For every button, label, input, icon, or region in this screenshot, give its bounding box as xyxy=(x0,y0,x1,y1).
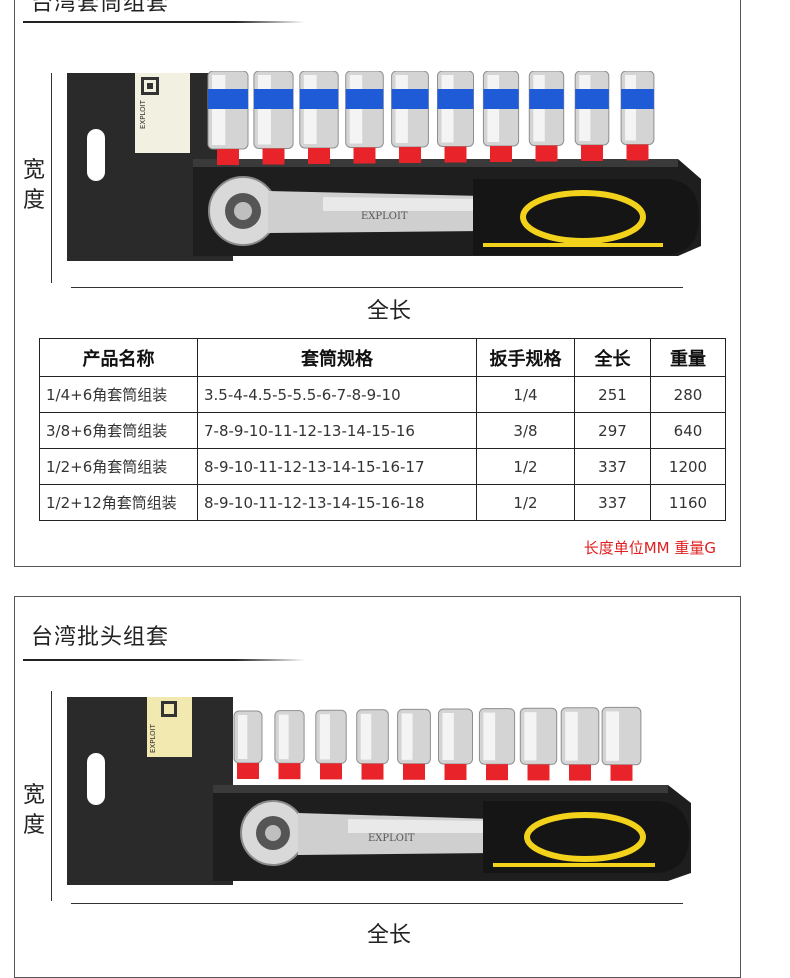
column-header: 重量 xyxy=(650,338,726,377)
width-dimension-line xyxy=(51,73,52,283)
socket-item xyxy=(438,708,473,780)
column-header: 全长 xyxy=(574,338,651,377)
weight-cell: 640 xyxy=(650,412,726,449)
socket-item xyxy=(574,71,610,161)
spec-table: 产品名称 套筒规格 扳手规格 全长 重量 1/4+6角套筒组装 3.5-4-4.… xyxy=(39,338,726,521)
socket-item xyxy=(274,710,305,780)
socket-item xyxy=(478,708,516,781)
svg-text:EXPLOIT: EXPLOIT xyxy=(368,833,415,844)
product-name-cell: 3/8+6角套筒组装 xyxy=(39,412,198,449)
title-divider xyxy=(23,659,305,661)
wrench-spec-cell: 3/8 xyxy=(476,412,575,449)
length-cell: 297 xyxy=(574,412,651,449)
length-label: 全长 xyxy=(367,923,412,948)
socket-item xyxy=(437,71,474,163)
length-cell: 337 xyxy=(574,448,651,485)
length-cell: 337 xyxy=(574,484,651,521)
socket-row xyxy=(233,706,642,781)
socket-item xyxy=(620,71,655,161)
product-name-cell: 1/4+6角套筒组装 xyxy=(39,376,198,413)
brand-text: EXPLOIT xyxy=(139,99,147,129)
column-header: 套筒规格 xyxy=(197,338,477,377)
product-name-cell: 1/2+12角套筒组装 xyxy=(39,484,198,521)
length-dimension-line xyxy=(71,287,683,288)
length-dimension-line xyxy=(71,903,683,904)
socket-item xyxy=(356,709,389,780)
width-dimension-line xyxy=(51,691,52,901)
unit-note: 长度单位MM 重量G xyxy=(583,539,716,557)
socket-item xyxy=(528,71,565,162)
socket-spec-cell: 7-8-9-10-11-12-13-14-15-16 xyxy=(197,412,477,449)
table-row: 3/8+6角套筒组装 7-8-9-10-11-12-13-14-15-16 3/… xyxy=(39,412,726,449)
width-label: 宽 度 xyxy=(22,783,45,838)
socket-spec-cell: 8-9-10-11-12-13-14-15-16-18 xyxy=(197,484,477,521)
socket-item xyxy=(482,71,520,162)
socket-item xyxy=(391,71,429,163)
column-header: 产品名称 xyxy=(39,338,198,377)
socket-item xyxy=(397,708,431,780)
weight-cell: 1200 xyxy=(650,448,726,485)
socket-item xyxy=(519,707,558,781)
table-row: 1/4+6角套筒组装 3.5-4-4.5-5-5.5-6-7-8-9-10 1/… xyxy=(39,376,726,413)
bit-set-title: 台湾批头组套 xyxy=(31,625,170,650)
socket-row xyxy=(207,71,655,165)
svg-text:EXPLOIT: EXPLOIT xyxy=(361,211,408,222)
wrench-spec-cell: 1/2 xyxy=(476,448,575,485)
table-header-row: 产品名称 套筒规格 扳手规格 全长 重量 xyxy=(39,338,726,377)
wrench-spec-cell: 1/2 xyxy=(476,484,575,521)
table-row: 1/2+12角套筒组装 8-9-10-11-12-13-14-15-16-18 … xyxy=(39,484,726,521)
socket-item xyxy=(253,71,294,165)
length-label: 全长 xyxy=(367,299,412,324)
socket-set-product-image: EXPLOIT EXPLOIT xyxy=(67,71,701,261)
socket-item xyxy=(233,710,263,779)
socket-spec-cell: 8-9-10-11-12-13-14-15-16-17 xyxy=(197,448,477,485)
product-name-cell: 1/2+6角套筒组装 xyxy=(39,448,198,485)
socket-item xyxy=(207,71,249,165)
weight-cell: 1160 xyxy=(650,484,726,521)
bit-set-product-image: EXPLOIT EXPLOIT xyxy=(67,697,691,885)
socket-item xyxy=(299,71,339,164)
brand-text: EXPLOIT xyxy=(149,723,157,753)
length-cell: 251 xyxy=(574,376,651,413)
width-label: 宽 度 xyxy=(22,158,45,213)
socket-set-title: 台湾套筒组套 xyxy=(31,0,170,16)
socket-item xyxy=(345,71,384,164)
socket-spec-cell: 3.5-4-4.5-5-5.5-6-7-8-9-10 xyxy=(197,376,477,413)
socket-set-panel: 台湾套筒组套 宽 度 EXPLOIT EXPLOIT 全长 xyxy=(14,0,741,567)
title-divider xyxy=(23,21,305,23)
weight-cell: 280 xyxy=(650,376,726,413)
wrench-spec-cell: 1/4 xyxy=(476,376,575,413)
socket-item xyxy=(560,707,600,781)
column-header: 扳手规格 xyxy=(476,338,575,377)
socket-item xyxy=(601,706,642,781)
table-row: 1/2+6角套筒组装 8-9-10-11-12-13-14-15-16-17 1… xyxy=(39,448,726,485)
socket-item xyxy=(315,709,347,780)
bit-set-panel: 台湾批头组套 宽 度 EXPLOIT EXPLOIT 全长 xyxy=(14,596,741,978)
